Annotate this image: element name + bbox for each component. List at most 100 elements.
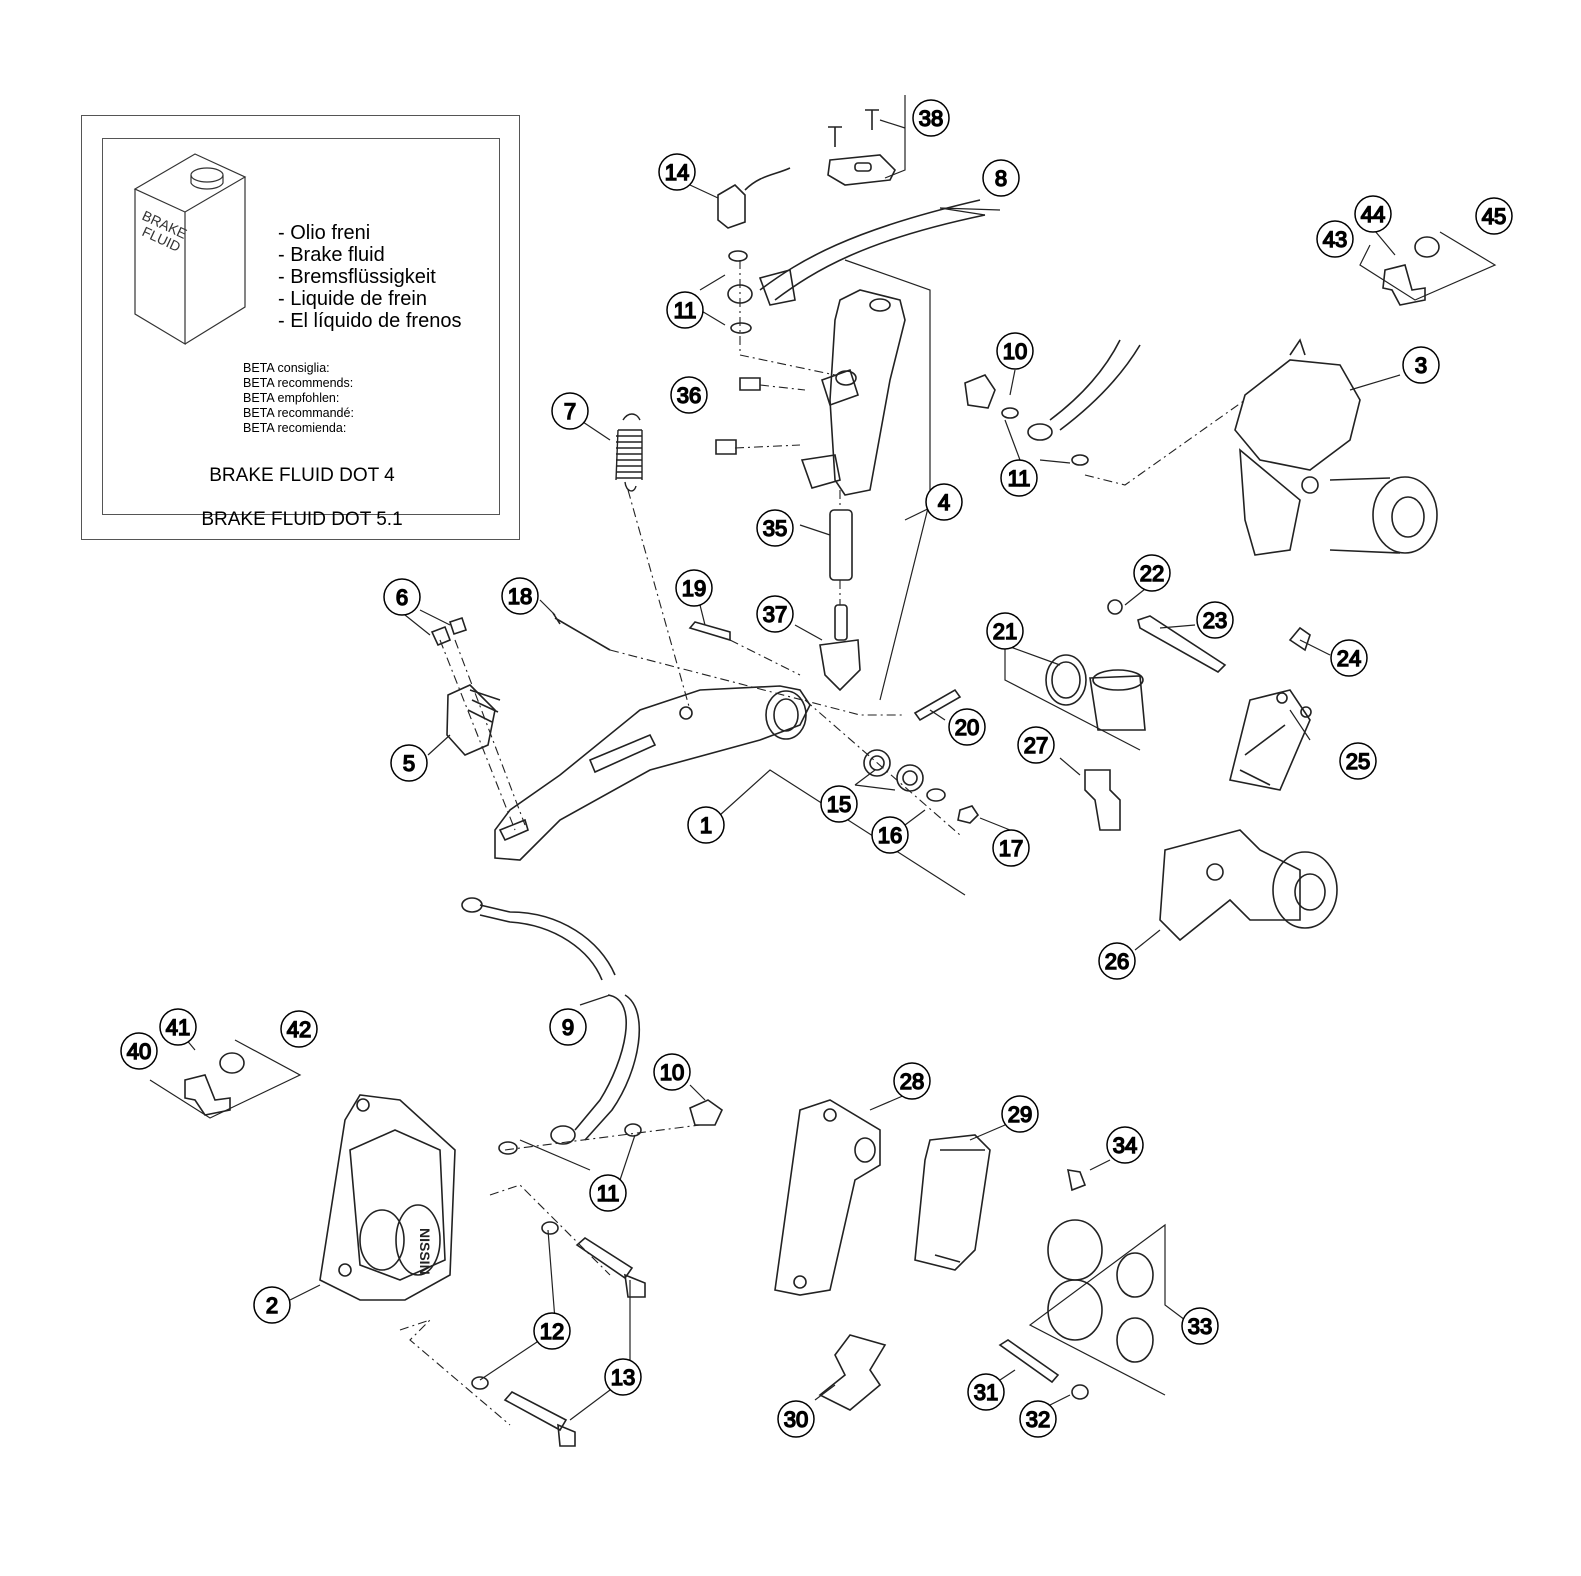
callout-20: 20 xyxy=(948,708,986,746)
svg-text:41: 41 xyxy=(166,1015,190,1040)
svg-text:2: 2 xyxy=(266,1293,278,1318)
svg-text:11: 11 xyxy=(1008,466,1031,491)
callout-21: 21 xyxy=(986,612,1024,650)
svg-text:7: 7 xyxy=(564,399,576,424)
svg-text:23: 23 xyxy=(1203,608,1227,633)
svg-text:10: 10 xyxy=(660,1060,684,1085)
assembly-lines xyxy=(399,260,1246,1426)
svg-text:15: 15 xyxy=(827,792,851,817)
rear-pads xyxy=(1229,689,1312,791)
banjo-fitting-top xyxy=(717,167,791,334)
callout-42: 42 xyxy=(280,1010,318,1048)
svg-text:3: 3 xyxy=(1415,353,1427,378)
svg-text:35: 35 xyxy=(763,516,787,541)
svg-text:45: 45 xyxy=(1482,204,1506,229)
brake-fluid-legend-inner: BRAKE FLUID - Olio freni - Brake fluid -… xyxy=(102,138,500,530)
callout-10b: 10 xyxy=(653,1053,691,1091)
brake-fluid-legend: BRAKE FLUID - Olio freni - Brake fluid -… xyxy=(81,115,520,540)
rec-it: BETA consiglia: xyxy=(243,361,330,375)
callout-24: 24 xyxy=(1330,639,1368,677)
callout-6: 6 xyxy=(383,578,421,616)
callout-33: 33 xyxy=(1181,1307,1219,1345)
rear-pistons xyxy=(1045,654,1146,731)
svg-text:37: 37 xyxy=(763,602,787,627)
callout-22: 22 xyxy=(1133,554,1171,592)
svg-text:11: 11 xyxy=(674,298,697,323)
callout-1: 1 xyxy=(687,806,725,844)
svg-text:31: 31 xyxy=(974,1380,998,1405)
callout-9: 9 xyxy=(549,1008,587,1046)
callout-45: 45 xyxy=(1475,197,1513,235)
callout-16: 16 xyxy=(871,816,909,854)
callout-4: 4 xyxy=(925,483,963,521)
svg-text:13: 13 xyxy=(611,1365,635,1390)
front-pad-spring xyxy=(818,1334,887,1411)
callout-35: 35 xyxy=(756,509,794,547)
callout-14: 14 xyxy=(658,153,696,191)
front-pistons xyxy=(998,1169,1154,1400)
reservoir-cap-plate xyxy=(827,109,896,186)
callout-5: 5 xyxy=(390,744,428,782)
pivot-bearings xyxy=(863,749,980,824)
svg-text:34: 34 xyxy=(1113,1133,1137,1158)
front-caliper-bracket xyxy=(774,1099,881,1296)
rec-fr: BETA recommandé: xyxy=(243,406,354,420)
spring xyxy=(615,413,643,492)
callout-43: 43 xyxy=(1316,220,1354,258)
callout-13: 13 xyxy=(604,1358,642,1396)
callout-3: 3 xyxy=(1402,346,1440,384)
rec-en: BETA recommends: xyxy=(243,376,354,390)
callout-labels: 1 2 3 4 5 6 7 8 9 10 10 11 11 11 12 13 1… xyxy=(120,99,1513,1438)
svg-text:10: 10 xyxy=(1003,339,1027,364)
front-bolts xyxy=(471,1221,646,1447)
svg-text:36: 36 xyxy=(677,383,701,408)
svg-text:27: 27 xyxy=(1024,733,1048,758)
svg-text:4: 4 xyxy=(938,490,950,515)
svg-text:42: 42 xyxy=(287,1017,311,1042)
svg-text:25: 25 xyxy=(1346,749,1370,774)
svg-text:8: 8 xyxy=(995,166,1007,191)
fluid-language-list: - Olio freni - Brake fluid - Bremsflüssi… xyxy=(278,222,461,332)
svg-text:28: 28 xyxy=(900,1069,924,1094)
footrest-tip xyxy=(430,616,501,756)
svg-text:26: 26 xyxy=(1105,949,1129,974)
rear-caliper-bracket xyxy=(1159,829,1338,942)
svg-text:38: 38 xyxy=(919,106,943,131)
svg-text:32: 32 xyxy=(1026,1407,1050,1432)
callout-32: 32 xyxy=(1019,1400,1057,1438)
callout-30: 30 xyxy=(777,1400,815,1438)
hose-top xyxy=(758,199,986,306)
callout-36: 36 xyxy=(670,376,708,414)
bleed-screws xyxy=(184,236,1440,1116)
svg-text:40: 40 xyxy=(127,1039,151,1064)
callout-2: 2 xyxy=(253,1286,291,1324)
lang-de: - Bremsflüssigkeit xyxy=(278,266,436,288)
svg-text:5: 5 xyxy=(403,751,415,776)
callout-28: 28 xyxy=(893,1062,931,1100)
callout-18: 18 xyxy=(501,577,539,615)
rear-pins xyxy=(1107,599,1311,673)
brake-pedal xyxy=(494,612,962,861)
svg-text:6: 6 xyxy=(396,585,408,610)
rear-banjo xyxy=(964,339,1141,466)
svg-text:43: 43 xyxy=(1323,227,1347,252)
callout-11a: 11 xyxy=(666,291,704,329)
svg-text:21: 21 xyxy=(993,619,1017,644)
fluid-dot51: BRAKE FLUID DOT 5.1 xyxy=(201,509,403,530)
master-cylinder xyxy=(715,289,906,496)
rear-caliper xyxy=(1234,338,1438,556)
callout-44: 44 xyxy=(1354,195,1392,233)
callout-29: 29 xyxy=(1001,1095,1039,1133)
svg-text:16: 16 xyxy=(878,823,902,848)
callout-11b: 11 xyxy=(1000,459,1038,497)
callout-37: 37 xyxy=(756,595,794,633)
pushrod xyxy=(819,509,861,692)
svg-text:29: 29 xyxy=(1008,1102,1032,1127)
callout-11c: 11 xyxy=(589,1174,627,1212)
front-caliper: NISSIN xyxy=(319,1094,456,1301)
callout-19: 19 xyxy=(675,569,713,607)
callout-26: 26 xyxy=(1098,942,1136,980)
callout-8: 8 xyxy=(982,159,1020,197)
lang-es: - El líquido de frenos xyxy=(278,310,462,332)
